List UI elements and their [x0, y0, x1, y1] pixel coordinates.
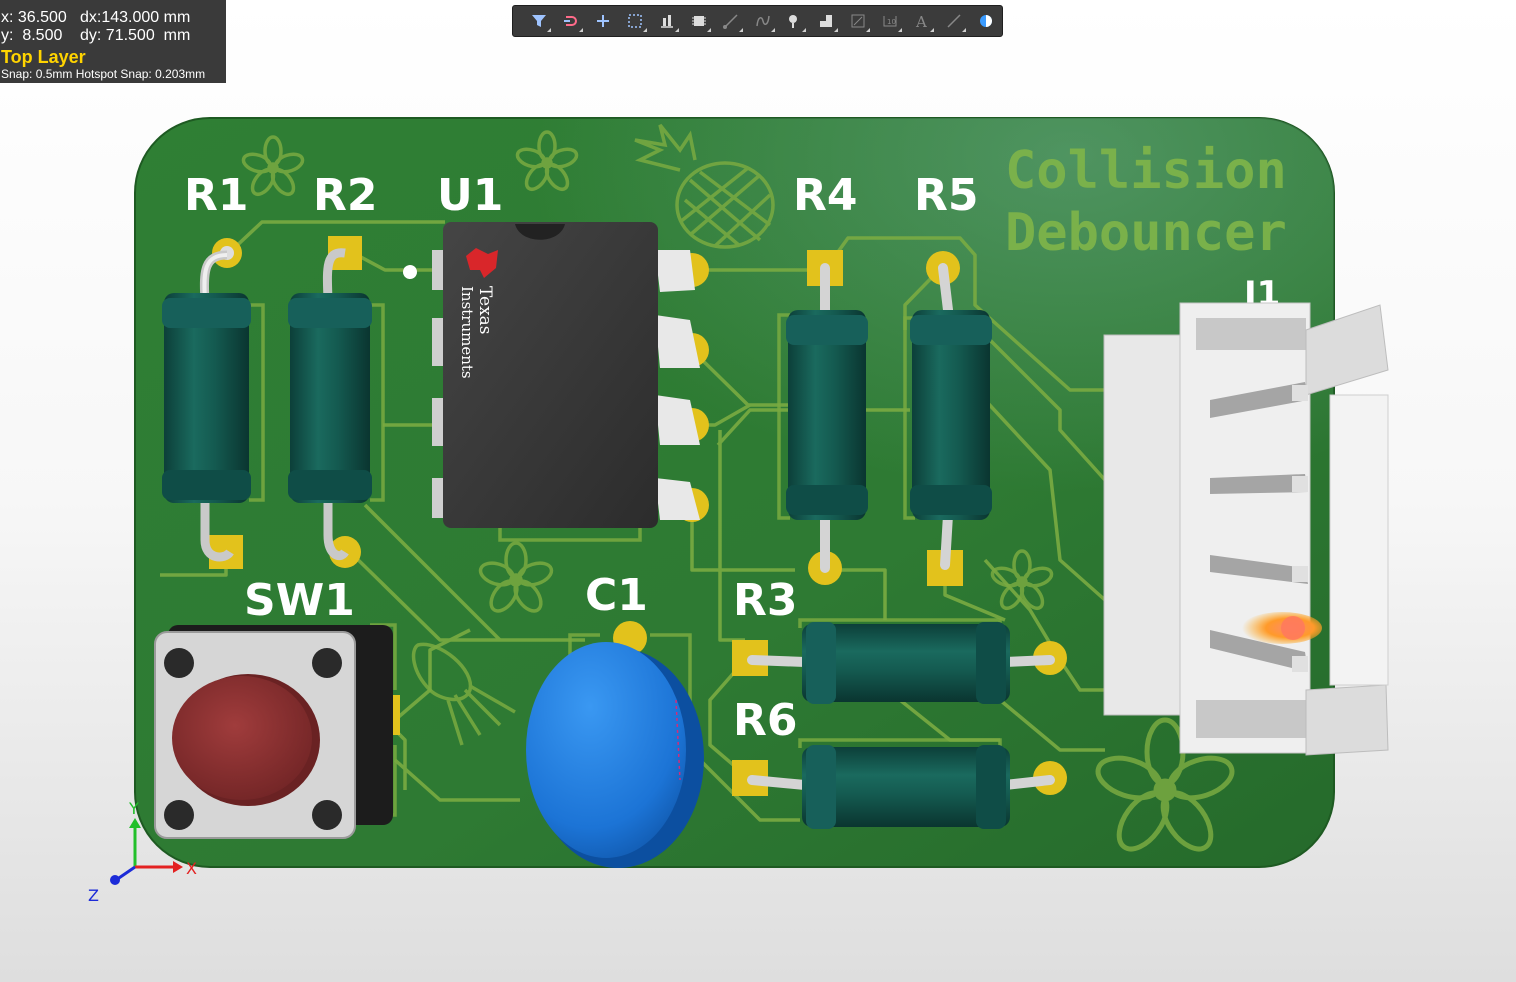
- board-title-line2: Debouncer: [1005, 203, 1287, 263]
- 3d-view-button[interactable]: [970, 7, 1002, 35]
- via-icon: [789, 15, 798, 28]
- ti-logo-icon: [466, 248, 498, 278]
- board-title: Collision Debouncer: [1005, 141, 1287, 263]
- connector-pins: [1210, 382, 1308, 672]
- axis-z-label: Z: [88, 886, 99, 905]
- squid-icon: [411, 642, 516, 746]
- ic-logo-line2: Instruments: [458, 286, 476, 379]
- line-icon: [947, 14, 961, 28]
- ic-pins-left: [432, 250, 446, 518]
- resistor-r6[interactable]: [747, 745, 1055, 829]
- designators: R1 R2 U1 R4 R5 SW1 C1 R3 R6 J1: [184, 170, 1280, 746]
- ic-logo-line1: Texas: [475, 286, 495, 335]
- axis-x-label: X: [186, 859, 197, 878]
- designator-r4: R4: [793, 170, 858, 221]
- text-icon: A: [915, 13, 927, 30]
- designator-r5: R5: [914, 170, 979, 221]
- align-icon: [660, 15, 673, 28]
- ic-pins-right: [655, 250, 700, 520]
- add-icon: [596, 15, 609, 27]
- component-icon: [691, 16, 706, 26]
- net-connect-button[interactable]: [555, 7, 587, 35]
- 3d-view-icon: [980, 15, 993, 27]
- cursor-x: x: 36.500: [1, 9, 67, 26]
- active-bar: 10 A: [512, 5, 1003, 37]
- designator-sw1: SW1: [244, 575, 355, 626]
- axis-gizmo: Y X Z: [88, 799, 197, 905]
- interactive-diff-button[interactable]: [747, 7, 779, 35]
- dimension-button[interactable]: 10: [874, 7, 906, 35]
- resistor-r1[interactable]: [162, 250, 251, 562]
- via-button[interactable]: [779, 7, 811, 35]
- svg-text:10: 10: [887, 18, 896, 26]
- flower-icon: [990, 549, 1054, 611]
- route-icon: [722, 14, 738, 29]
- ic-u1[interactable]: Texas Instruments: [432, 222, 700, 528]
- region-button[interactable]: [842, 7, 874, 35]
- pin1-dot: [403, 265, 417, 279]
- cursor-y: y: 8.500: [1, 27, 63, 44]
- flower-icon: [1095, 717, 1235, 852]
- designator-r2: R2: [313, 170, 378, 221]
- coordinate-readout: x: 36.500 y: 8.500 dx:143.000 mm dy: 71.…: [0, 0, 226, 83]
- dimension-icon: 10: [883, 16, 897, 27]
- filter-icon: [531, 15, 546, 27]
- resistor-r3[interactable]: [747, 622, 1055, 704]
- snap-info: Snap: 0.5mm Hotspot Snap: 0.203mm: [1, 67, 206, 81]
- capacitor-c1[interactable]: [526, 642, 704, 868]
- add-button[interactable]: [587, 7, 619, 35]
- line-button[interactable]: [938, 7, 970, 35]
- designator-c1: C1: [585, 570, 648, 621]
- resistor-r4[interactable]: [786, 263, 868, 573]
- delta-x: dx:143.000 mm: [80, 9, 191, 26]
- resistor-r5[interactable]: [910, 263, 992, 570]
- route-button[interactable]: [715, 7, 747, 35]
- filter-button[interactable]: [523, 7, 555, 35]
- region-icon: [851, 14, 865, 28]
- connector-j1[interactable]: [1103, 302, 1389, 756]
- flower-icon: [478, 541, 554, 613]
- pushbutton-sw1[interactable]: [154, 625, 393, 839]
- resistor-r2[interactable]: [288, 248, 372, 561]
- designator-r3: R3: [733, 575, 798, 626]
- align-button[interactable]: [651, 7, 683, 35]
- component-button[interactable]: [683, 7, 715, 35]
- select-rect-icon: [628, 14, 642, 28]
- flower-icon: [515, 130, 579, 192]
- delta-y: dy: 71.500 mm: [80, 27, 191, 44]
- polygon-button[interactable]: [810, 7, 842, 35]
- current-layer: Top Layer: [1, 47, 86, 67]
- flower-icon: [241, 135, 305, 197]
- interactive-diff-icon: [755, 15, 770, 27]
- pcb-board[interactable]: [134, 117, 1335, 868]
- axis-y-label: Y: [128, 799, 139, 818]
- designator-r6: R6: [733, 695, 798, 746]
- polygon-icon: [820, 15, 833, 27]
- designator-r1: R1: [184, 170, 249, 221]
- pineapple-icon: [634, 123, 775, 249]
- net-connect-icon: [563, 16, 577, 26]
- svg-text:A: A: [915, 13, 927, 30]
- text-button[interactable]: A: [906, 7, 938, 35]
- board-title-line1: Collision: [1005, 141, 1287, 201]
- select-rect-button[interactable]: [619, 7, 651, 35]
- designator-u1: U1: [437, 170, 503, 221]
